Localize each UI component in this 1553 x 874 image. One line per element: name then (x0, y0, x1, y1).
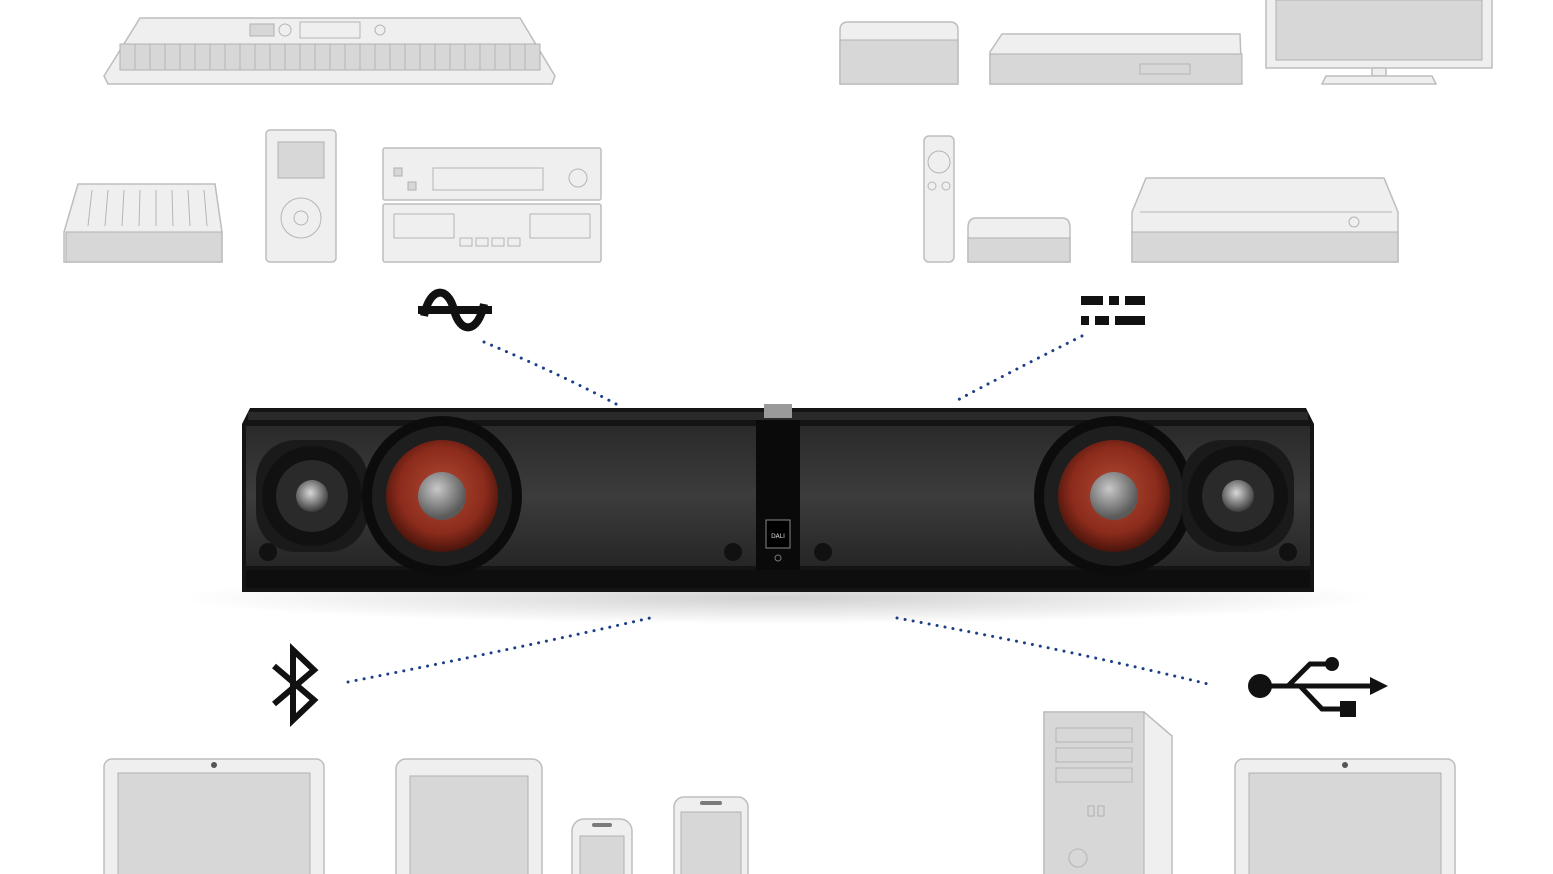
left-tweeter (256, 440, 368, 552)
right-tweeter (1182, 440, 1294, 552)
optical-digital-icon (1081, 296, 1145, 325)
bluray-player-device (989, 33, 1243, 85)
apple-tv-device (967, 217, 1071, 263)
desktop-tower-device (1043, 711, 1173, 874)
analog-connection-line (482, 340, 618, 406)
right-woofer (1034, 416, 1194, 576)
phone-small-device (571, 818, 633, 874)
tablet-device (395, 758, 543, 874)
brand-badge (765, 519, 791, 549)
usb-icon (1248, 657, 1388, 717)
keyboard-device (103, 17, 556, 85)
mac-mini-device (839, 21, 959, 85)
left-woofer (362, 416, 522, 576)
ipod-device (265, 129, 337, 263)
bluetooth-connection-line (346, 616, 652, 684)
phone-large-device (673, 796, 749, 874)
usb-connection-line (895, 616, 1210, 686)
hifi-stack-device (382, 147, 602, 263)
playstation-device (1131, 177, 1399, 263)
brand-badge-text: DALI (771, 533, 785, 540)
laptop-device-right (1234, 758, 1456, 874)
soundbar: DALI (178, 404, 1378, 624)
optical-connection-line (952, 334, 1084, 404)
laptop-device-left (103, 758, 325, 874)
apple-remote-device (923, 135, 955, 263)
mixer-device (63, 183, 223, 263)
analog-wave-icon (418, 288, 492, 332)
bluetooth-icon (272, 643, 319, 727)
tv-device (1265, 0, 1493, 85)
